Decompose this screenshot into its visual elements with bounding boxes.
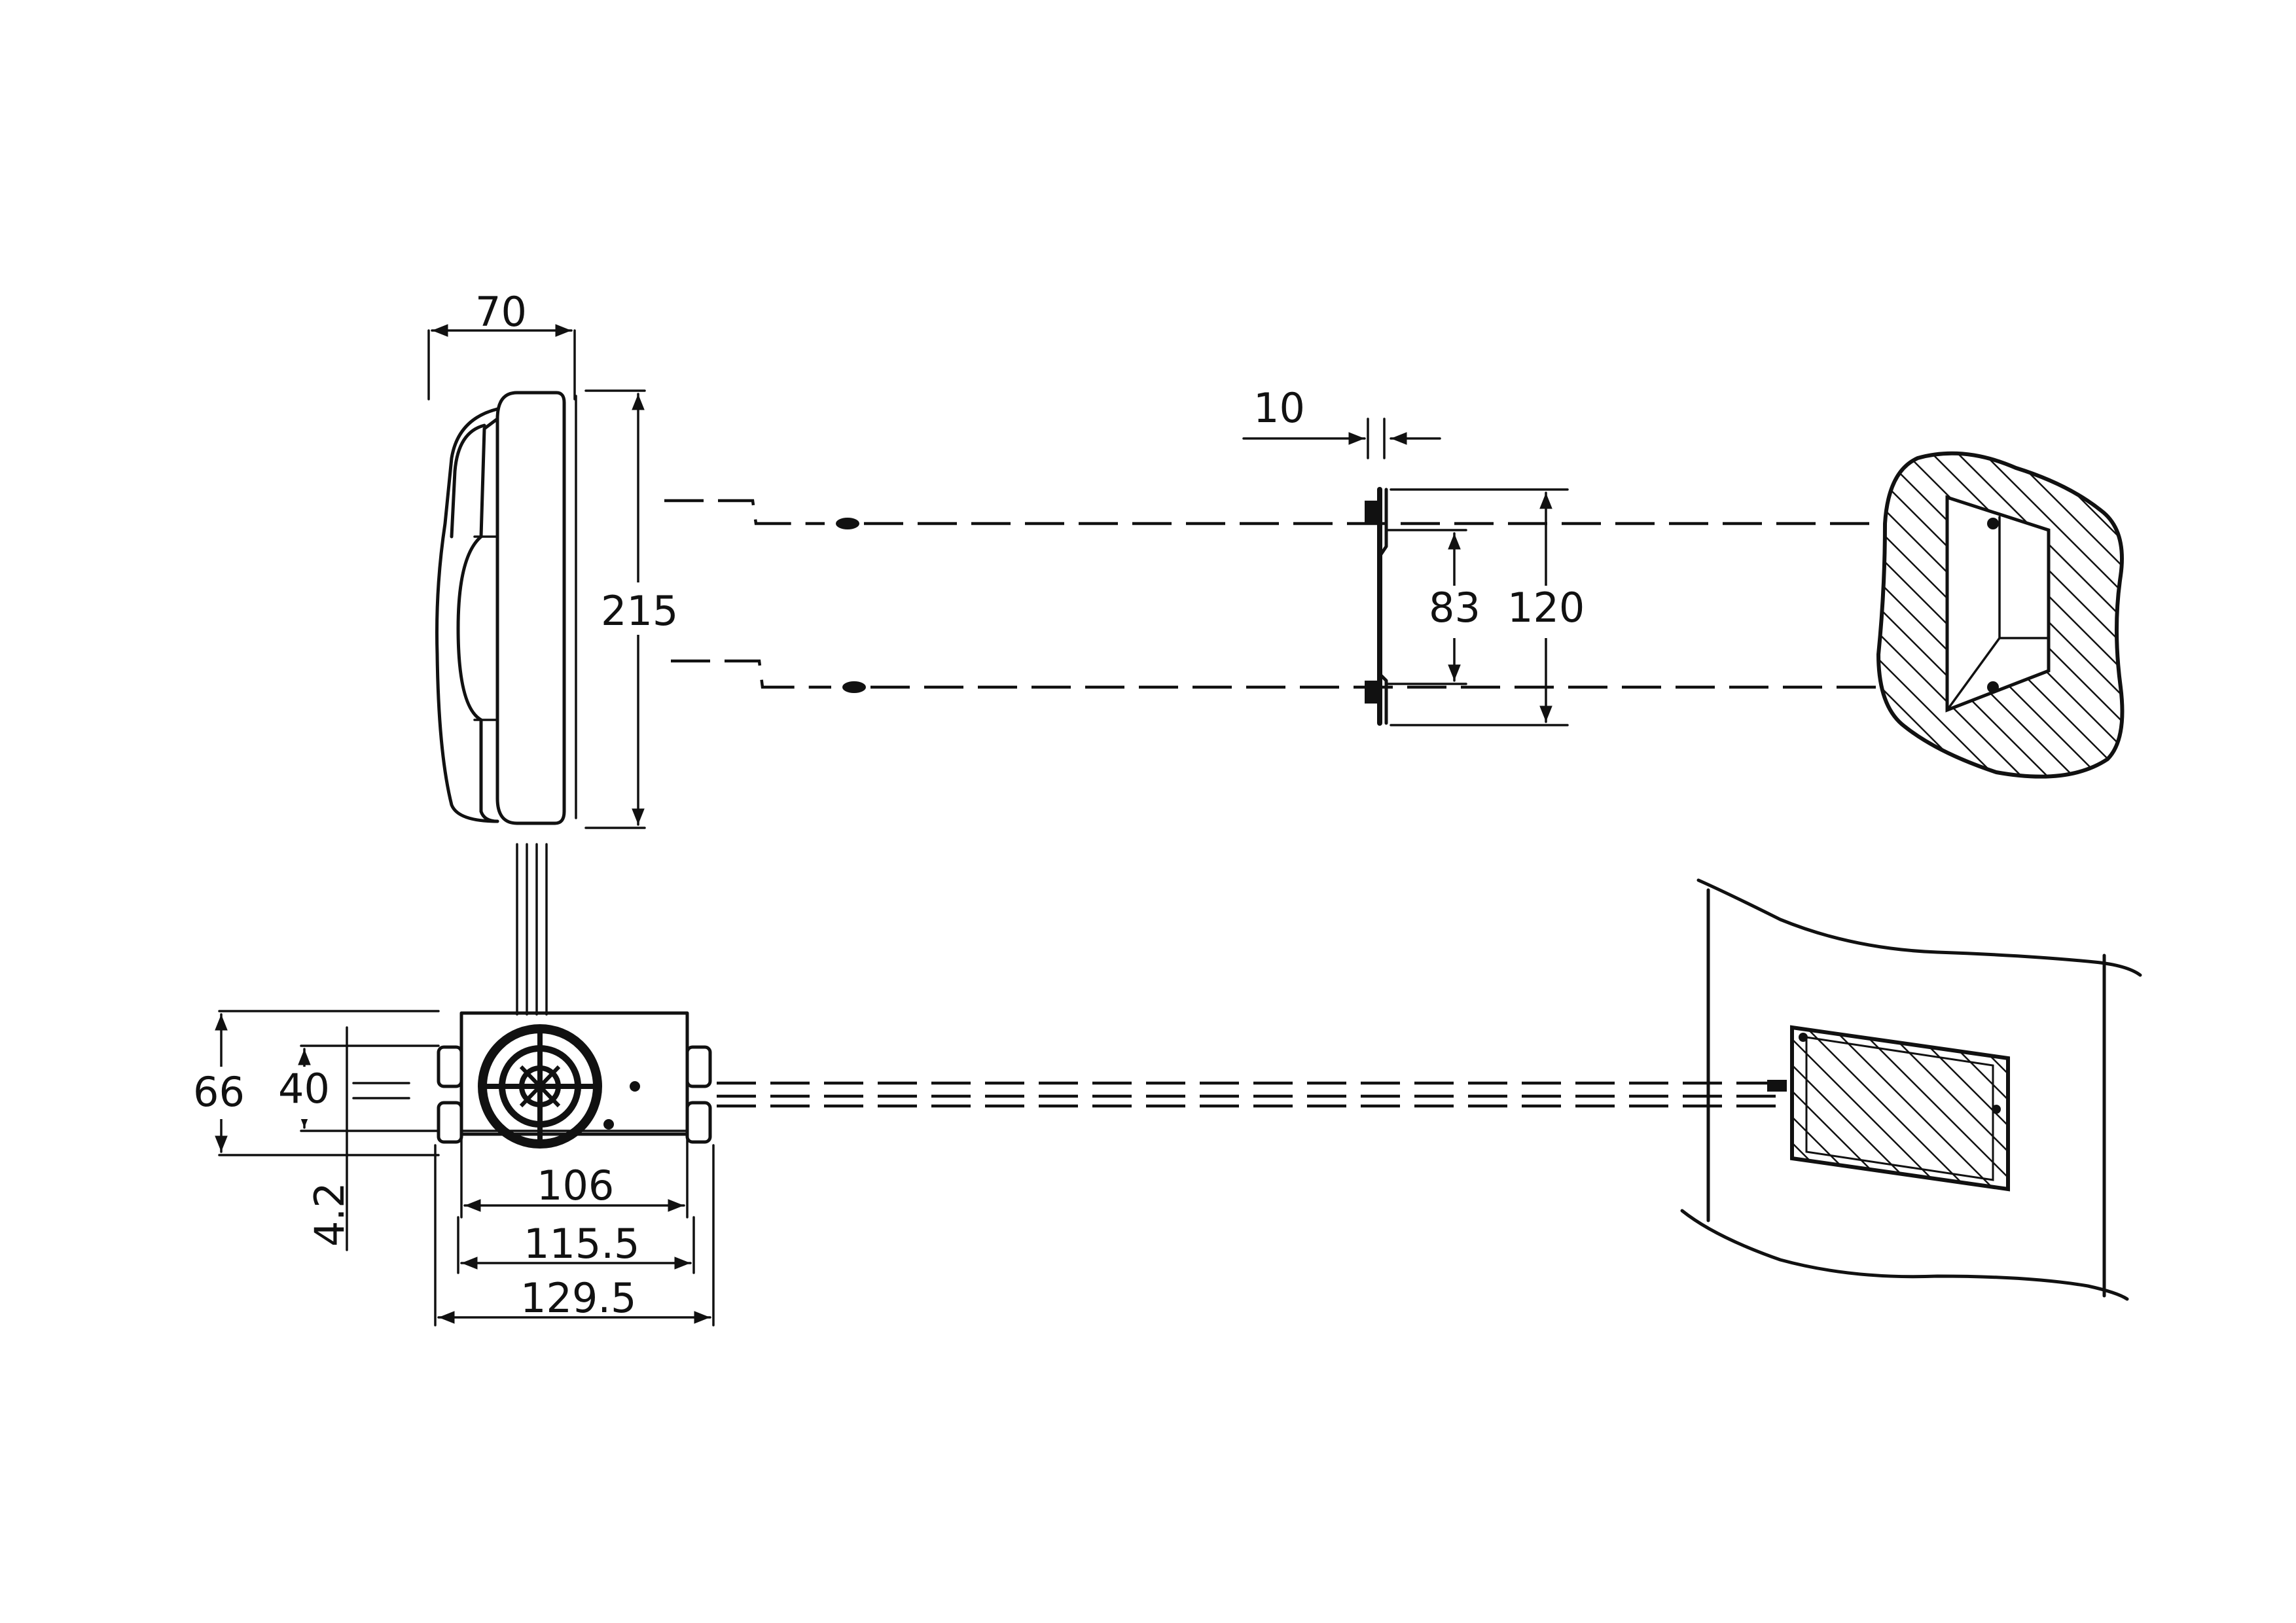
dim-label-10: 10 — [1253, 384, 1305, 432]
mounting-centerlines — [664, 499, 1885, 693]
dim-handset-depth: 70 — [427, 288, 576, 401]
dim-hole-spacing: 83 — [1386, 529, 1486, 685]
dim-module-widths: 106 115.5 129.5 — [434, 1137, 715, 1327]
panel-cutout — [1680, 878, 2142, 1301]
dim-label-4-2: 4.2 — [306, 1182, 353, 1247]
wall-recess-box — [1876, 451, 2125, 779]
dim-label-70: 70 — [475, 288, 527, 336]
dim-handset-height: 215 — [584, 389, 678, 829]
dim-label-120: 120 — [1507, 584, 1585, 632]
dim-label-66: 66 — [193, 1068, 245, 1116]
speaker-module-front-view — [437, 1011, 712, 1149]
dim-label-106: 106 — [537, 1162, 614, 1209]
dim-label-129-5: 129.5 — [520, 1274, 637, 1322]
dim-panel-offset: 4.2 — [306, 1026, 410, 1251]
dim-label-40: 40 — [278, 1065, 330, 1113]
dim-label-215: 215 — [601, 587, 678, 635]
dim-bracket-height: 120 — [1390, 488, 1590, 726]
dim-bracket-thickness: 10 — [1242, 384, 1441, 459]
dim-label-83: 83 — [1429, 584, 1480, 632]
wall-bracket — [1365, 487, 1388, 726]
dim-label-115-5: 115.5 — [524, 1220, 640, 1268]
handset-side-view — [435, 391, 577, 1016]
dim-module-height: 66 40 — [190, 1010, 440, 1156]
